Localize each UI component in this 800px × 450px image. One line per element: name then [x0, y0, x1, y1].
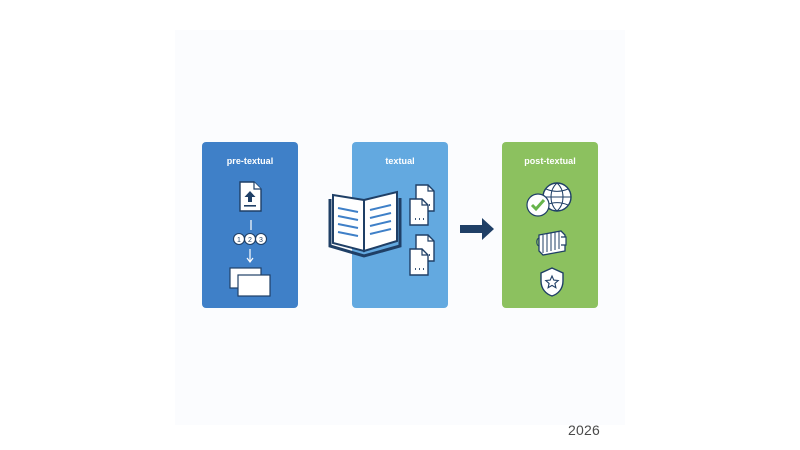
- file-binder-icon: [536, 230, 567, 256]
- textual-panel: textual: [328, 142, 448, 308]
- open-book-icon: [328, 190, 402, 258]
- step-number-1: 1: [237, 237, 241, 244]
- textual-title: textual: [385, 156, 415, 166]
- step-number-3: 3: [259, 237, 263, 244]
- numbered-steps-icon: 1 2 3: [232, 232, 268, 246]
- post-textual-title: post-textual: [524, 156, 576, 166]
- document-icon-top-front: [409, 198, 429, 226]
- pre-textual-title: pre-textual: [226, 156, 274, 166]
- pre-textual-panel: pre-textual 1 2 3: [202, 142, 298, 308]
- step-number-2: 2: [248, 237, 252, 244]
- post-textual-panel: post-textual: [502, 142, 598, 308]
- workflow-connector-icon: [250, 220, 252, 230]
- shield-star-icon: [540, 267, 564, 297]
- down-arrow-icon: [246, 249, 254, 263]
- right-arrow-icon: [460, 218, 494, 240]
- year-label: 2026: [568, 422, 600, 438]
- document-icon-bottom-front: [409, 248, 429, 276]
- stacked-pages-icon: [229, 267, 271, 297]
- document-upload-icon: [239, 181, 262, 212]
- globe-check-icon: [526, 182, 572, 217]
